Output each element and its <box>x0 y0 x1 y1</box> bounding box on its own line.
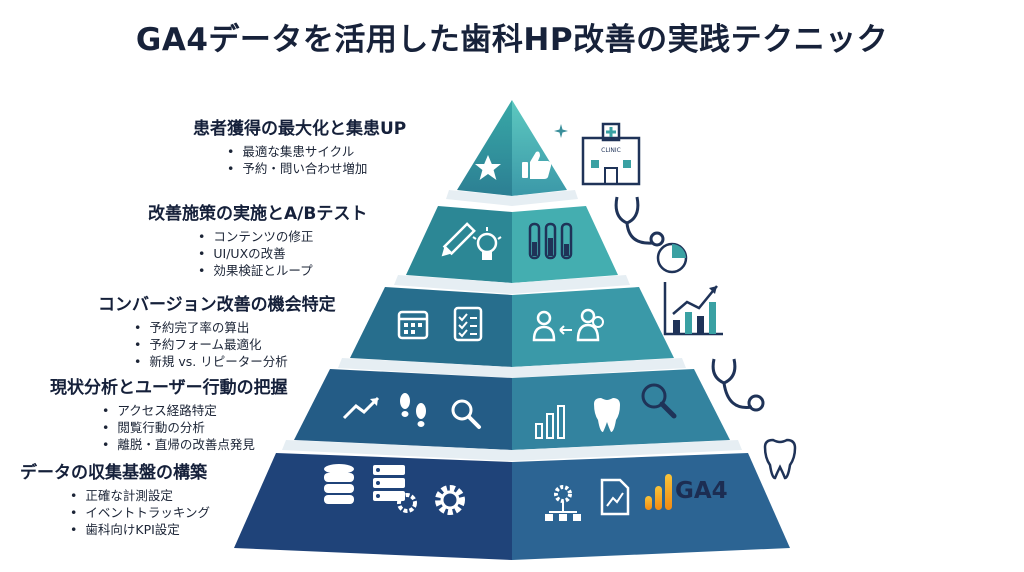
level-2-title: 改善施策の実施とA/Bテスト <box>148 204 368 224</box>
level-3-item: 予約フォーム最適化 <box>134 336 336 353</box>
users-icon <box>532 308 604 342</box>
calendar-icon <box>397 310 429 340</box>
page-title: GA4データを活用した歯科HP改善の実践テクニック <box>135 22 889 58</box>
level-2-item: 効果検証とループ <box>198 262 367 279</box>
level-4-item: アクセス経路特定 <box>102 402 288 419</box>
level-4-item: 離脱・直帰の改善点発見 <box>102 436 288 453</box>
level-5-title: データの収集基盤の構築 <box>20 463 207 483</box>
footprints-icon <box>400 393 426 427</box>
level-5-item: 歯科向けKPI設定 <box>70 521 210 538</box>
gear-network-icon <box>545 485 581 521</box>
level-3-text: コンバージョン改善の機会特定 予約完了率の算出 予約フォーム最適化 新規 vs.… <box>98 290 336 370</box>
sparkle-icon <box>554 124 568 138</box>
server-gear-icon <box>373 465 417 513</box>
pyramid-level-4 <box>282 369 742 461</box>
level-3-item: 新規 vs. リピーター分析 <box>134 353 336 370</box>
pyramid-level-2 <box>394 206 630 294</box>
tooth-icon <box>763 438 797 480</box>
gear-icon <box>435 485 465 515</box>
pyramid-level-1 <box>446 100 578 206</box>
thumbs-up-icon <box>522 151 552 179</box>
pencil-icon <box>441 222 476 257</box>
report-chart-icon <box>600 478 630 516</box>
checklist-icon <box>453 306 483 342</box>
bar-chart-icon <box>535 405 565 439</box>
level-3-title: コンバージョン改善の機会特定 <box>98 295 336 315</box>
level-4-item: 閲覧行動の分析 <box>102 419 288 436</box>
clinic-sign: CLINIC <box>601 147 621 154</box>
stethoscope-icon <box>711 358 765 412</box>
level-2-item: UI/UXの改善 <box>198 245 367 262</box>
lightbulb-icon <box>472 227 502 260</box>
ga4-label: GA4 <box>675 478 728 504</box>
clinic-building-icon: CLINIC <box>581 122 641 186</box>
database-icon <box>324 464 354 504</box>
pie-chart-icon <box>656 242 688 274</box>
level-4-title: 現状分析とユーザー行動の把握 <box>50 378 288 398</box>
level-1-title: 患者獲得の最大化と集患UP <box>193 119 407 139</box>
magnifier-icon <box>641 383 677 419</box>
level-4-text: 現状分析とユーザー行動の把握 アクセス経路特定 閲覧行動の分析 離脱・直帰の改善… <box>50 373 288 453</box>
pyramid-level-3 <box>338 287 686 378</box>
level-5-item: イベントトラッキング <box>70 504 210 521</box>
growth-chart-icon <box>663 282 723 336</box>
tooth-icon <box>594 398 620 432</box>
ga4-logo-icon <box>645 474 672 510</box>
level-2-text: 改善施策の実施とA/Bテスト コンテンツの修正 UI/UXの改善 効果検証とルー… <box>148 199 367 279</box>
level-1-item: 最適な集患サイクル <box>227 143 406 160</box>
stethoscope-icon <box>614 196 665 247</box>
level-5-item: 正確な計測設定 <box>70 487 210 504</box>
star-icon <box>475 155 501 180</box>
pyramid-level-5 <box>234 453 790 560</box>
level-1-text: 患者獲得の最大化と集患UP 最適な集患サイクル 予約・問い合わせ増加 <box>193 114 406 177</box>
test-tubes-icon <box>528 222 573 260</box>
level-1-item: 予約・問い合わせ増加 <box>227 160 406 177</box>
level-5-text: データの収集基盤の構築 正確な計測設定 イベントトラッキング 歯科向けKPI設定 <box>20 458 210 538</box>
magnifier-icon <box>451 399 481 429</box>
level-2-item: コンテンツの修正 <box>198 228 367 245</box>
level-3-item: 予約完了率の算出 <box>134 319 336 336</box>
trend-arrow-icon <box>342 396 380 420</box>
